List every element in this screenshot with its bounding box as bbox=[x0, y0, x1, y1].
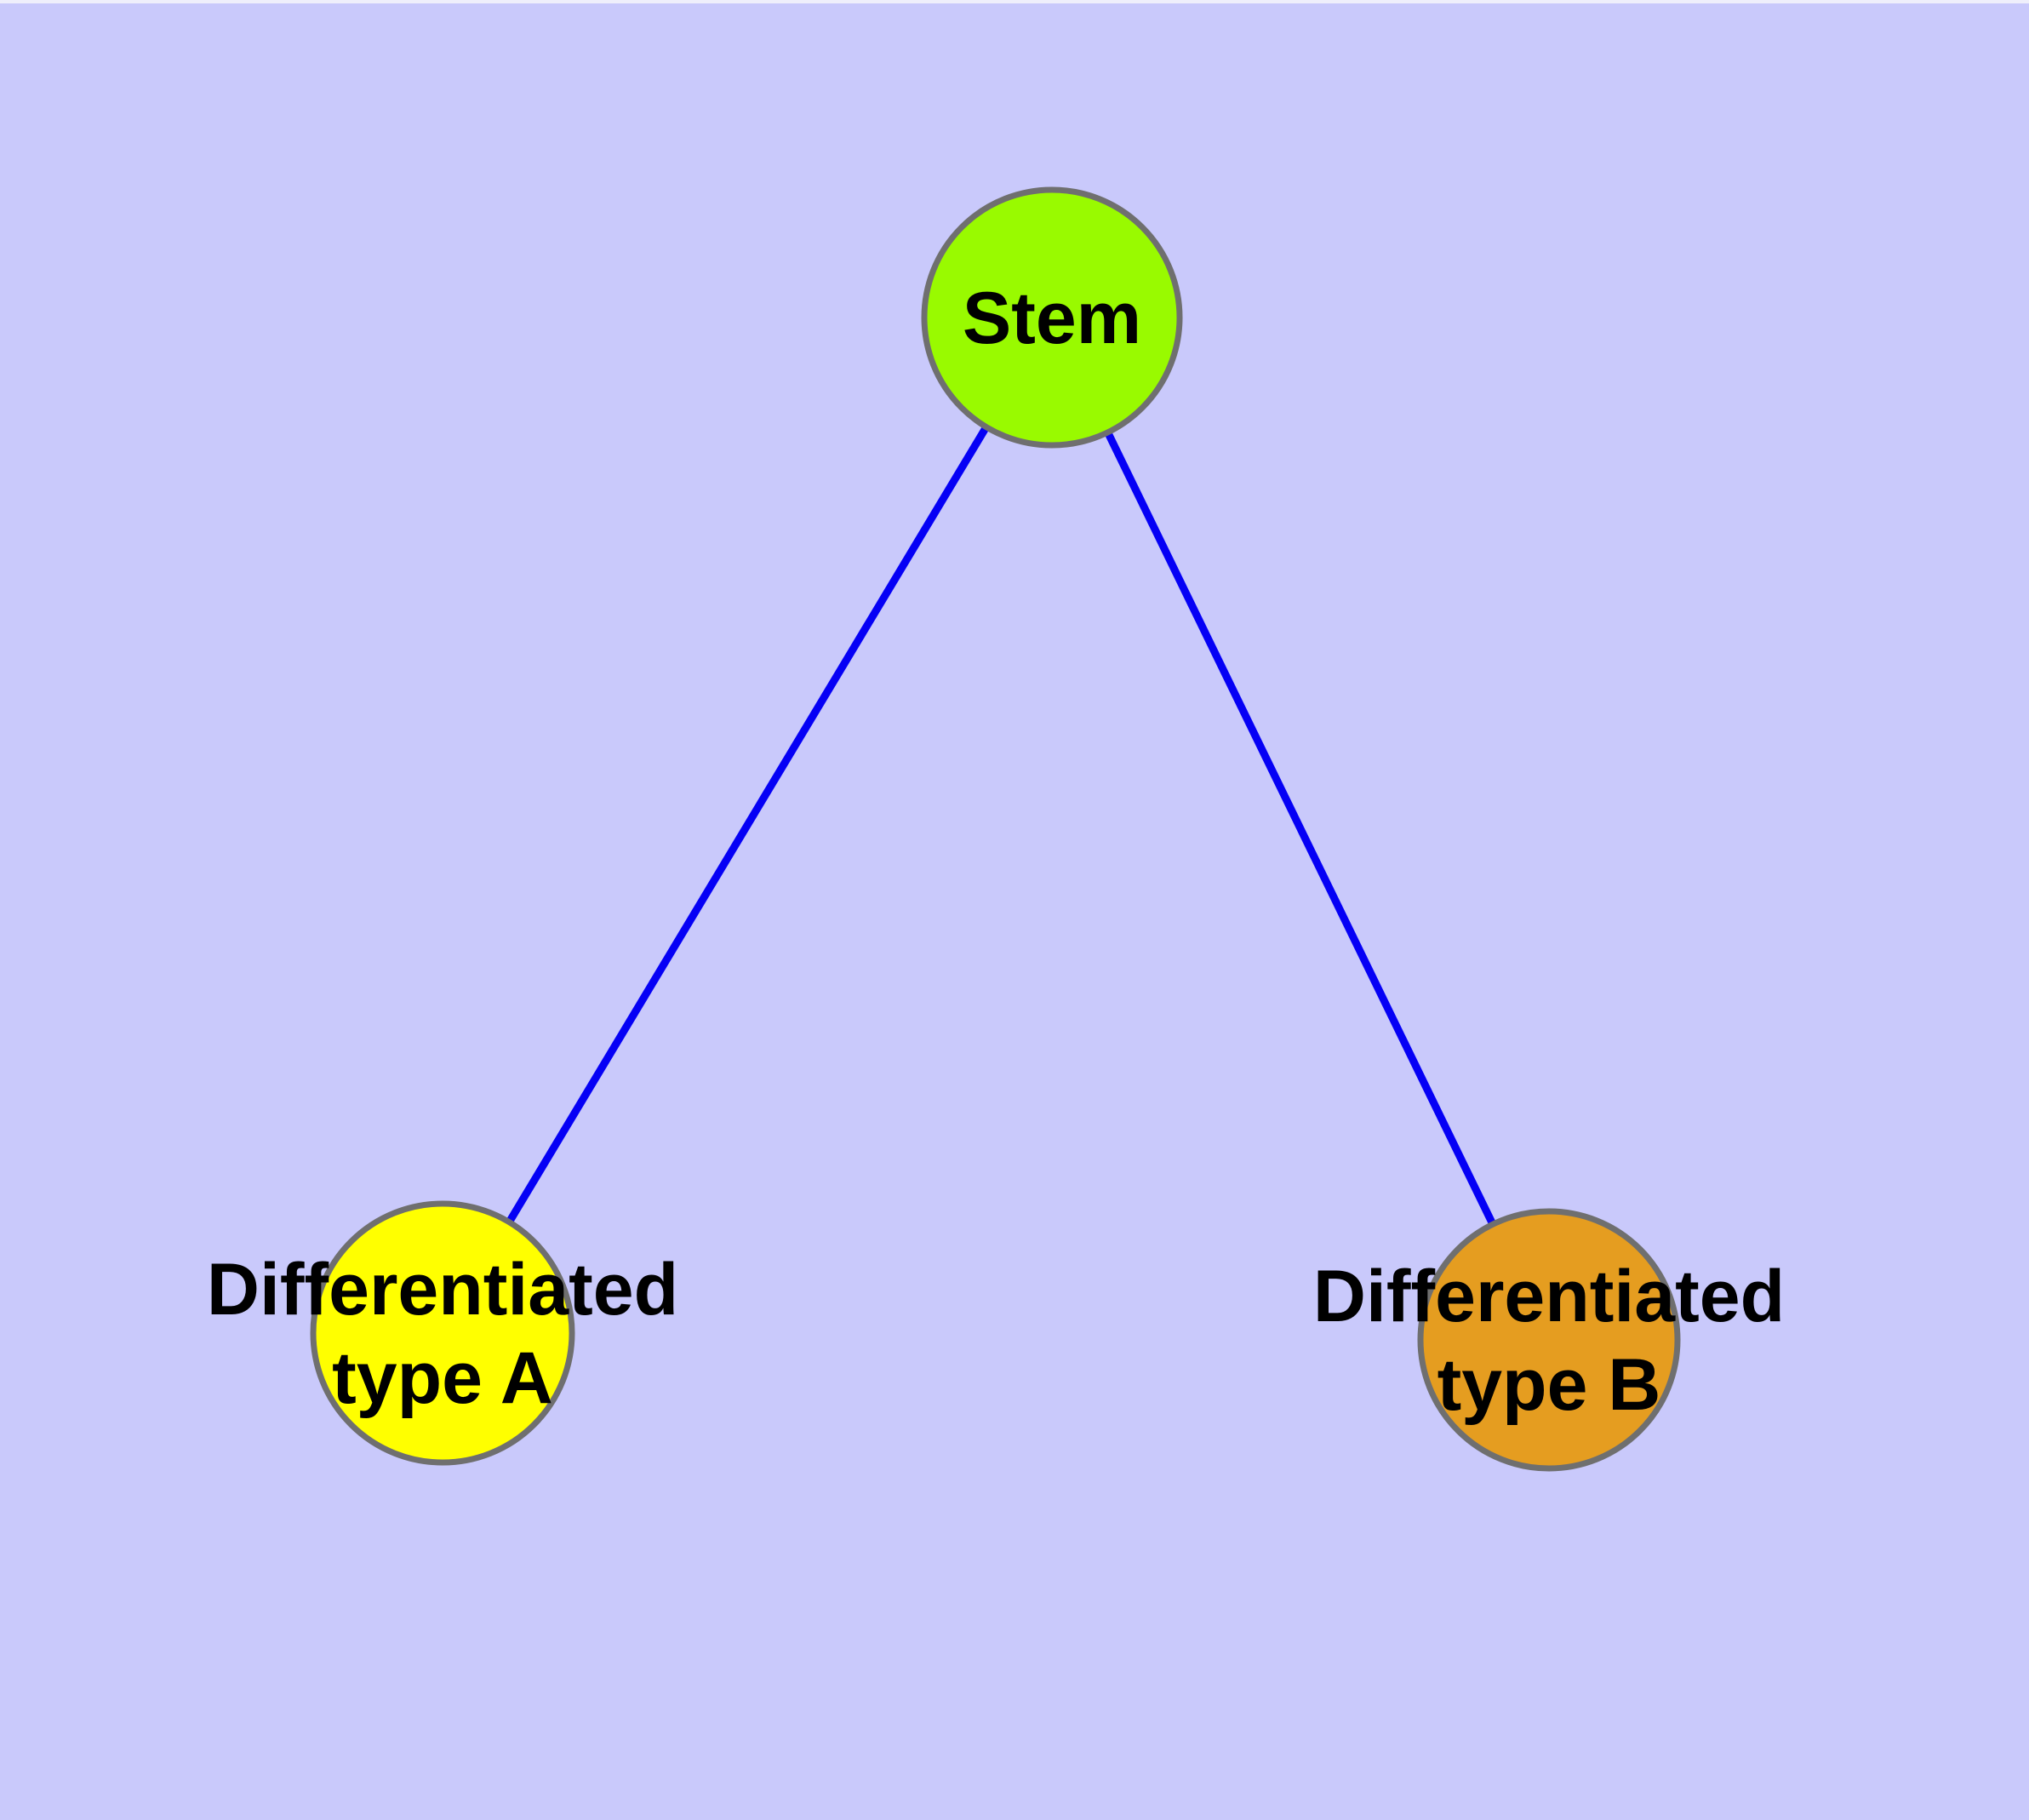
edge-stem-type-a bbox=[439, 315, 1055, 1336]
node-type-a-circle bbox=[310, 1200, 575, 1466]
edge-stem-type-b bbox=[1048, 316, 1553, 1342]
node-type-b-label-line-2: type B bbox=[1437, 1344, 1661, 1426]
node-stem-circle bbox=[921, 186, 1183, 449]
node-stem-label: Stem bbox=[963, 278, 1141, 359]
top-edge-highlight bbox=[0, 0, 2029, 3]
node-stem-label-line-1: Stem bbox=[963, 278, 1141, 359]
node-type-b-label-line-1: Differentiated bbox=[1313, 1256, 1785, 1337]
node-type-a-label-line-1: Differentiated bbox=[207, 1249, 678, 1331]
node-type-b-circle bbox=[1417, 1208, 1681, 1472]
node-type-a-label-line-2: type A bbox=[332, 1337, 553, 1419]
